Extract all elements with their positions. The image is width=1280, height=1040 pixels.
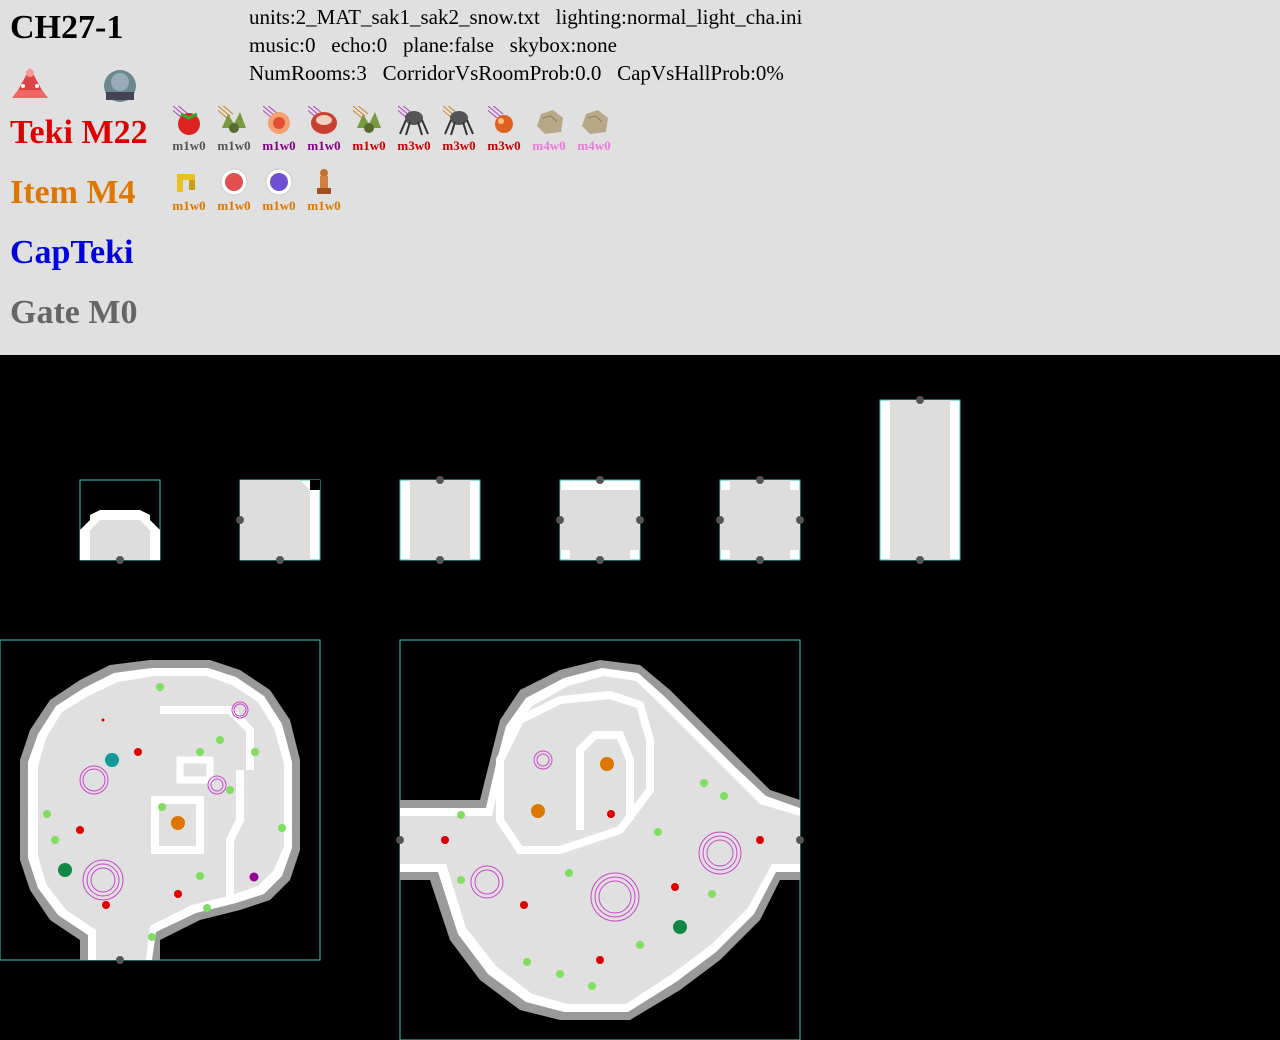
unit-tile-t-junction (556, 476, 644, 564)
spawn-markers-room-2 (441, 750, 764, 990)
door-node (796, 836, 804, 844)
spawn-code: m1w0 (307, 198, 341, 213)
teki-entry: m1w0 (302, 100, 346, 160)
bulb-fruit-icon (263, 106, 290, 134)
purple-orb-icon (265, 168, 293, 196)
orange-orb-icon (488, 106, 513, 133)
teki-entry: m1w0 (347, 100, 391, 160)
spawn-code: m1w0 (262, 198, 296, 213)
pink-disc-icon (220, 168, 248, 196)
teki-entry: m4w0 (572, 100, 616, 160)
item-label: Item M4 (10, 174, 136, 211)
sublevel-info-panel: CH27-1 Teki M22 Item M4 CapTeki Gate M0 … (0, 0, 1280, 355)
shell-creature-icon (308, 106, 337, 134)
door-node (116, 556, 124, 564)
spawn-code: m1w0 (217, 138, 251, 153)
meta-rooms: NumRooms:3 CorridorVsRoomProb:0.0 CapVsH… (249, 61, 784, 85)
door-node (756, 476, 764, 484)
item-entry: m1w0 (302, 160, 346, 220)
spawn-markers-room-1 (43, 683, 286, 941)
door-node (236, 516, 244, 524)
door-node (396, 836, 404, 844)
cave-map-canvas (0, 355, 1280, 1040)
spawn-code: m3w0 (397, 138, 431, 153)
spawn-code: m1w0 (172, 138, 206, 153)
item-entry: m1w0 (257, 160, 301, 220)
capteki-label: CapTeki (10, 234, 134, 271)
leaf-creature-icon (353, 106, 381, 133)
spawn-code: m4w0 (577, 138, 611, 153)
door-node (636, 516, 644, 524)
sublevel-title: CH27-1 (10, 9, 124, 46)
teki-entry: m3w0 (437, 100, 481, 160)
chess-piece-icon (317, 169, 331, 194)
teki-entry: m1w0 (167, 100, 211, 160)
door-node (436, 556, 444, 564)
door-node (796, 516, 804, 524)
spawn-code: m1w0 (262, 138, 296, 153)
spawn-code: m3w0 (442, 138, 476, 153)
teki-entry: m1w0 (257, 100, 301, 160)
spawn-code: m1w0 (352, 138, 386, 153)
spawn-code: m1w0 (172, 198, 206, 213)
teki-label: Teki M22 (10, 114, 148, 151)
spawn-code: m3w0 (487, 138, 521, 153)
unit-tile-dead-end (79, 479, 161, 564)
teki-entry: m1w0 (212, 100, 256, 160)
rock-icon (582, 110, 608, 134)
unit-tile-corner (236, 479, 321, 564)
item-entry: m1w0 (167, 160, 211, 220)
room-unit-2 (396, 639, 804, 1040)
teki-entry: m4w0 (527, 100, 571, 160)
spider-icon (443, 106, 474, 136)
strawberry-icon (173, 106, 200, 135)
spawn-code: m1w0 (307, 138, 341, 153)
door-node (756, 556, 764, 564)
spawn-code: m1w0 (217, 198, 251, 213)
pikmin-flower-icon (12, 68, 48, 98)
key-icon (177, 174, 195, 192)
onion-pod-icon (104, 70, 136, 102)
leaf-creature-icon (218, 106, 246, 133)
item-entry: m1w0 (212, 160, 256, 220)
cave-map (0, 396, 961, 1040)
meta-music-echo: music:0 echo:0 plane:false skybox:none (249, 33, 618, 57)
door-node (716, 516, 724, 524)
door-node (436, 476, 444, 484)
unit-tile-straight (399, 476, 481, 564)
spider-icon (398, 106, 429, 136)
unit-tile-long-corridor (879, 396, 961, 564)
unit-tile-cross (716, 476, 804, 564)
door-node (596, 476, 604, 484)
door-node (276, 556, 284, 564)
door-node (916, 556, 924, 564)
rock-icon (537, 110, 563, 134)
spawn-code: m4w0 (532, 138, 566, 153)
door-node (556, 516, 564, 524)
door-node (596, 556, 604, 564)
gate-label: Gate M0 (10, 294, 138, 331)
door-node (116, 956, 124, 964)
teki-entry: m3w0 (482, 100, 526, 160)
teki-entry: m3w0 (392, 100, 436, 160)
meta-units-lighting: units:2_MAT_sak1_sak2_snow.txt lighting:… (249, 5, 803, 29)
door-node (916, 396, 924, 404)
